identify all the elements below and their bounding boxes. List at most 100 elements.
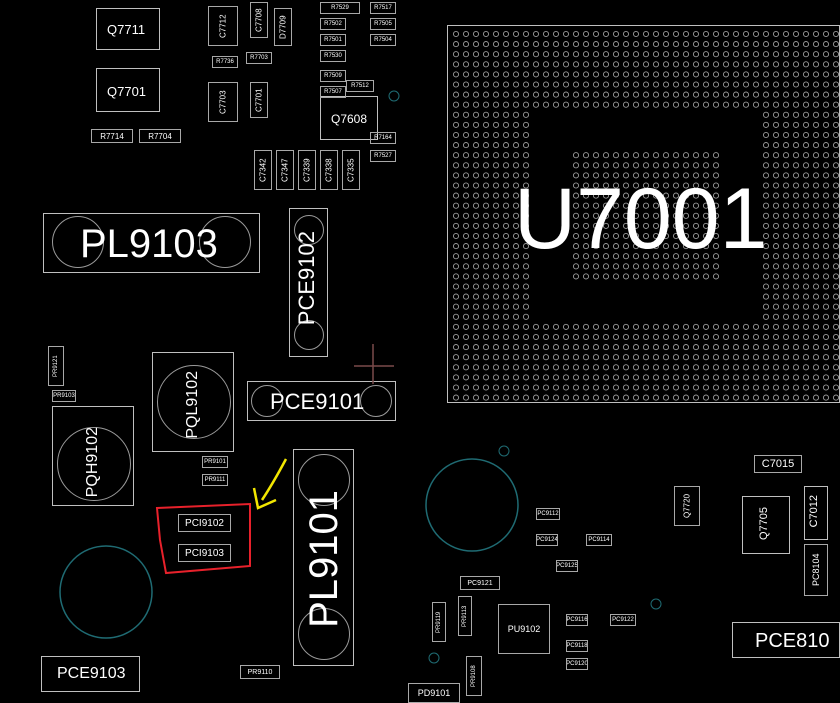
small-part-r7507[interactable]: R7507: [320, 86, 346, 98]
bga-ball: [612, 162, 620, 169]
capacitor-pce9102[interactable]: PCE9102: [289, 208, 328, 357]
small-part-r7501[interactable]: R7501: [320, 34, 346, 46]
transistor-pqh9102[interactable]: PQH9102: [52, 406, 134, 506]
ic-pu9102[interactable]: PU9102: [498, 604, 550, 654]
capacitor-c7338[interactable]: C7338: [320, 150, 338, 190]
capacitor-pce9103[interactable]: PCE9103: [41, 656, 140, 692]
bga-ball: [482, 394, 490, 401]
transistor-q7711[interactable]: Q7711: [96, 8, 160, 50]
capacitor-pc8104[interactable]: PC8104: [804, 544, 828, 596]
capacitor-c7012[interactable]: C7012: [804, 486, 828, 540]
transistor-q7608[interactable]: Q7608: [320, 96, 378, 140]
bga-ball: [762, 232, 770, 240]
small-part-r7530[interactable]: R7530: [320, 50, 346, 62]
bga-ball: [732, 374, 740, 381]
small-part-r7504[interactable]: R7504: [370, 34, 396, 46]
small-part-pr9121[interactable]: PR9121: [48, 346, 64, 386]
bga-ball: [602, 384, 610, 391]
capacitor-c7701[interactable]: C7701: [250, 82, 268, 118]
small-part-pc9116[interactable]: PC9116: [566, 614, 588, 626]
bga-ball: [822, 243, 830, 250]
capacitor-pc9121[interactable]: PC9121: [460, 576, 500, 590]
bga-ball: [822, 323, 830, 330]
small-part-r7703[interactable]: R7703: [246, 52, 272, 64]
capacitor-c7708[interactable]: C7708: [250, 2, 268, 38]
small-part-r7529[interactable]: R7529: [320, 2, 360, 14]
small-part-pc9124[interactable]: PC9124: [536, 534, 558, 546]
small-part-r7505[interactable]: R7505: [370, 18, 396, 30]
inductor-pl9101[interactable]: PL9101: [293, 449, 354, 666]
small-part-pc9112[interactable]: PC9112: [536, 508, 560, 520]
small-part-pr9111[interactable]: PR9111: [202, 474, 228, 486]
bga-ball: [452, 273, 460, 280]
chip-u7001[interactable]: U7001: [447, 25, 840, 403]
capacitor-c7347[interactable]: C7347: [276, 150, 294, 190]
bga-ball: [482, 283, 490, 290]
capacitor-pce9101[interactable]: PCE9101: [247, 381, 396, 421]
small-part-pc9118[interactable]: PC9118: [566, 640, 588, 652]
bga-ball: [782, 333, 790, 341]
small-part-r7164[interactable]: R7164: [370, 132, 396, 144]
capacitor-c7703[interactable]: C7703: [208, 82, 238, 122]
bga-ball: [712, 71, 720, 78]
small-part-pc9114[interactable]: PC9114: [586, 534, 612, 546]
transistor-q7720[interactable]: Q7720: [674, 486, 700, 526]
bga-ball: [802, 273, 810, 280]
small-part-r7512[interactable]: R7512: [346, 80, 374, 92]
small-part-pc9125[interactable]: PC9125: [556, 560, 578, 572]
bga-ball: [762, 313, 770, 320]
bga-ball: [562, 71, 570, 78]
small-part-pr9103[interactable]: PR9103: [52, 390, 76, 402]
bga-ball: [832, 232, 840, 240]
capacitor-c7339[interactable]: C7339: [298, 150, 316, 190]
bga-ball: [512, 202, 520, 209]
diode-pd9101[interactable]: PD9101: [408, 683, 460, 703]
resistor-r7714[interactable]: R7714: [91, 129, 133, 143]
bga-ball: [802, 222, 810, 229]
bga-ball: [562, 364, 570, 371]
bga-ball: [742, 354, 750, 361]
resistor-r7704[interactable]: R7704: [139, 129, 181, 143]
diode-d7709[interactable]: D7709: [274, 8, 292, 46]
bga-ball: [752, 30, 760, 38]
bga-ball: [512, 182, 520, 189]
transistor-pql9102[interactable]: PQL9102: [152, 352, 234, 452]
bga-ball: [522, 212, 530, 219]
capacitor-c7342[interactable]: C7342: [254, 150, 272, 190]
small-part-pc9120[interactable]: PC9120: [566, 658, 588, 670]
bga-ball: [502, 283, 510, 290]
small-part-pr9119[interactable]: PR9119: [432, 602, 446, 642]
bga-ball: [822, 374, 830, 381]
small-part-r7517[interactable]: R7517: [370, 2, 396, 14]
capacitor-c7335[interactable]: C7335: [342, 150, 360, 190]
bga-ball: [462, 293, 470, 300]
small-part-r7502[interactable]: R7502: [320, 18, 346, 30]
bga-ball: [792, 152, 800, 159]
small-part-r7509[interactable]: R7509: [320, 70, 346, 82]
bga-ball: [712, 263, 720, 270]
transistor-q7701[interactable]: Q7701: [96, 68, 160, 112]
capacitor-pci9103[interactable]: PCI9103: [178, 544, 231, 562]
pad: [52, 216, 104, 268]
small-part-pr9108[interactable]: PR9108: [466, 656, 482, 696]
bga-ball: [562, 91, 570, 98]
small-part-pr9113[interactable]: PR9113: [458, 596, 472, 636]
bga-ball: [622, 91, 630, 98]
inductor-pl9103[interactable]: PL9103: [43, 213, 260, 273]
transistor-q7705[interactable]: Q7705: [742, 496, 790, 554]
capacitor-pci9102[interactable]: PCI9102: [178, 514, 231, 532]
capacitor-pce810[interactable]: PCE810: [732, 622, 840, 658]
bga-ball: [502, 354, 510, 361]
bga-ball: [602, 30, 610, 38]
bga-ball: [652, 263, 660, 270]
resistor-pr9110[interactable]: PR9110: [240, 665, 280, 679]
small-part-r7527[interactable]: R7527: [370, 150, 396, 162]
small-part-pc9122[interactable]: PC9122: [610, 614, 636, 626]
bga-ball: [622, 182, 630, 189]
small-part-pr9101[interactable]: PR9101: [202, 456, 228, 468]
small-part-r7736[interactable]: R7736: [212, 56, 238, 68]
capacitor-c7015[interactable]: C7015: [754, 455, 802, 473]
capacitor-c7712[interactable]: C7712: [208, 6, 238, 46]
bga-ball: [612, 101, 620, 108]
